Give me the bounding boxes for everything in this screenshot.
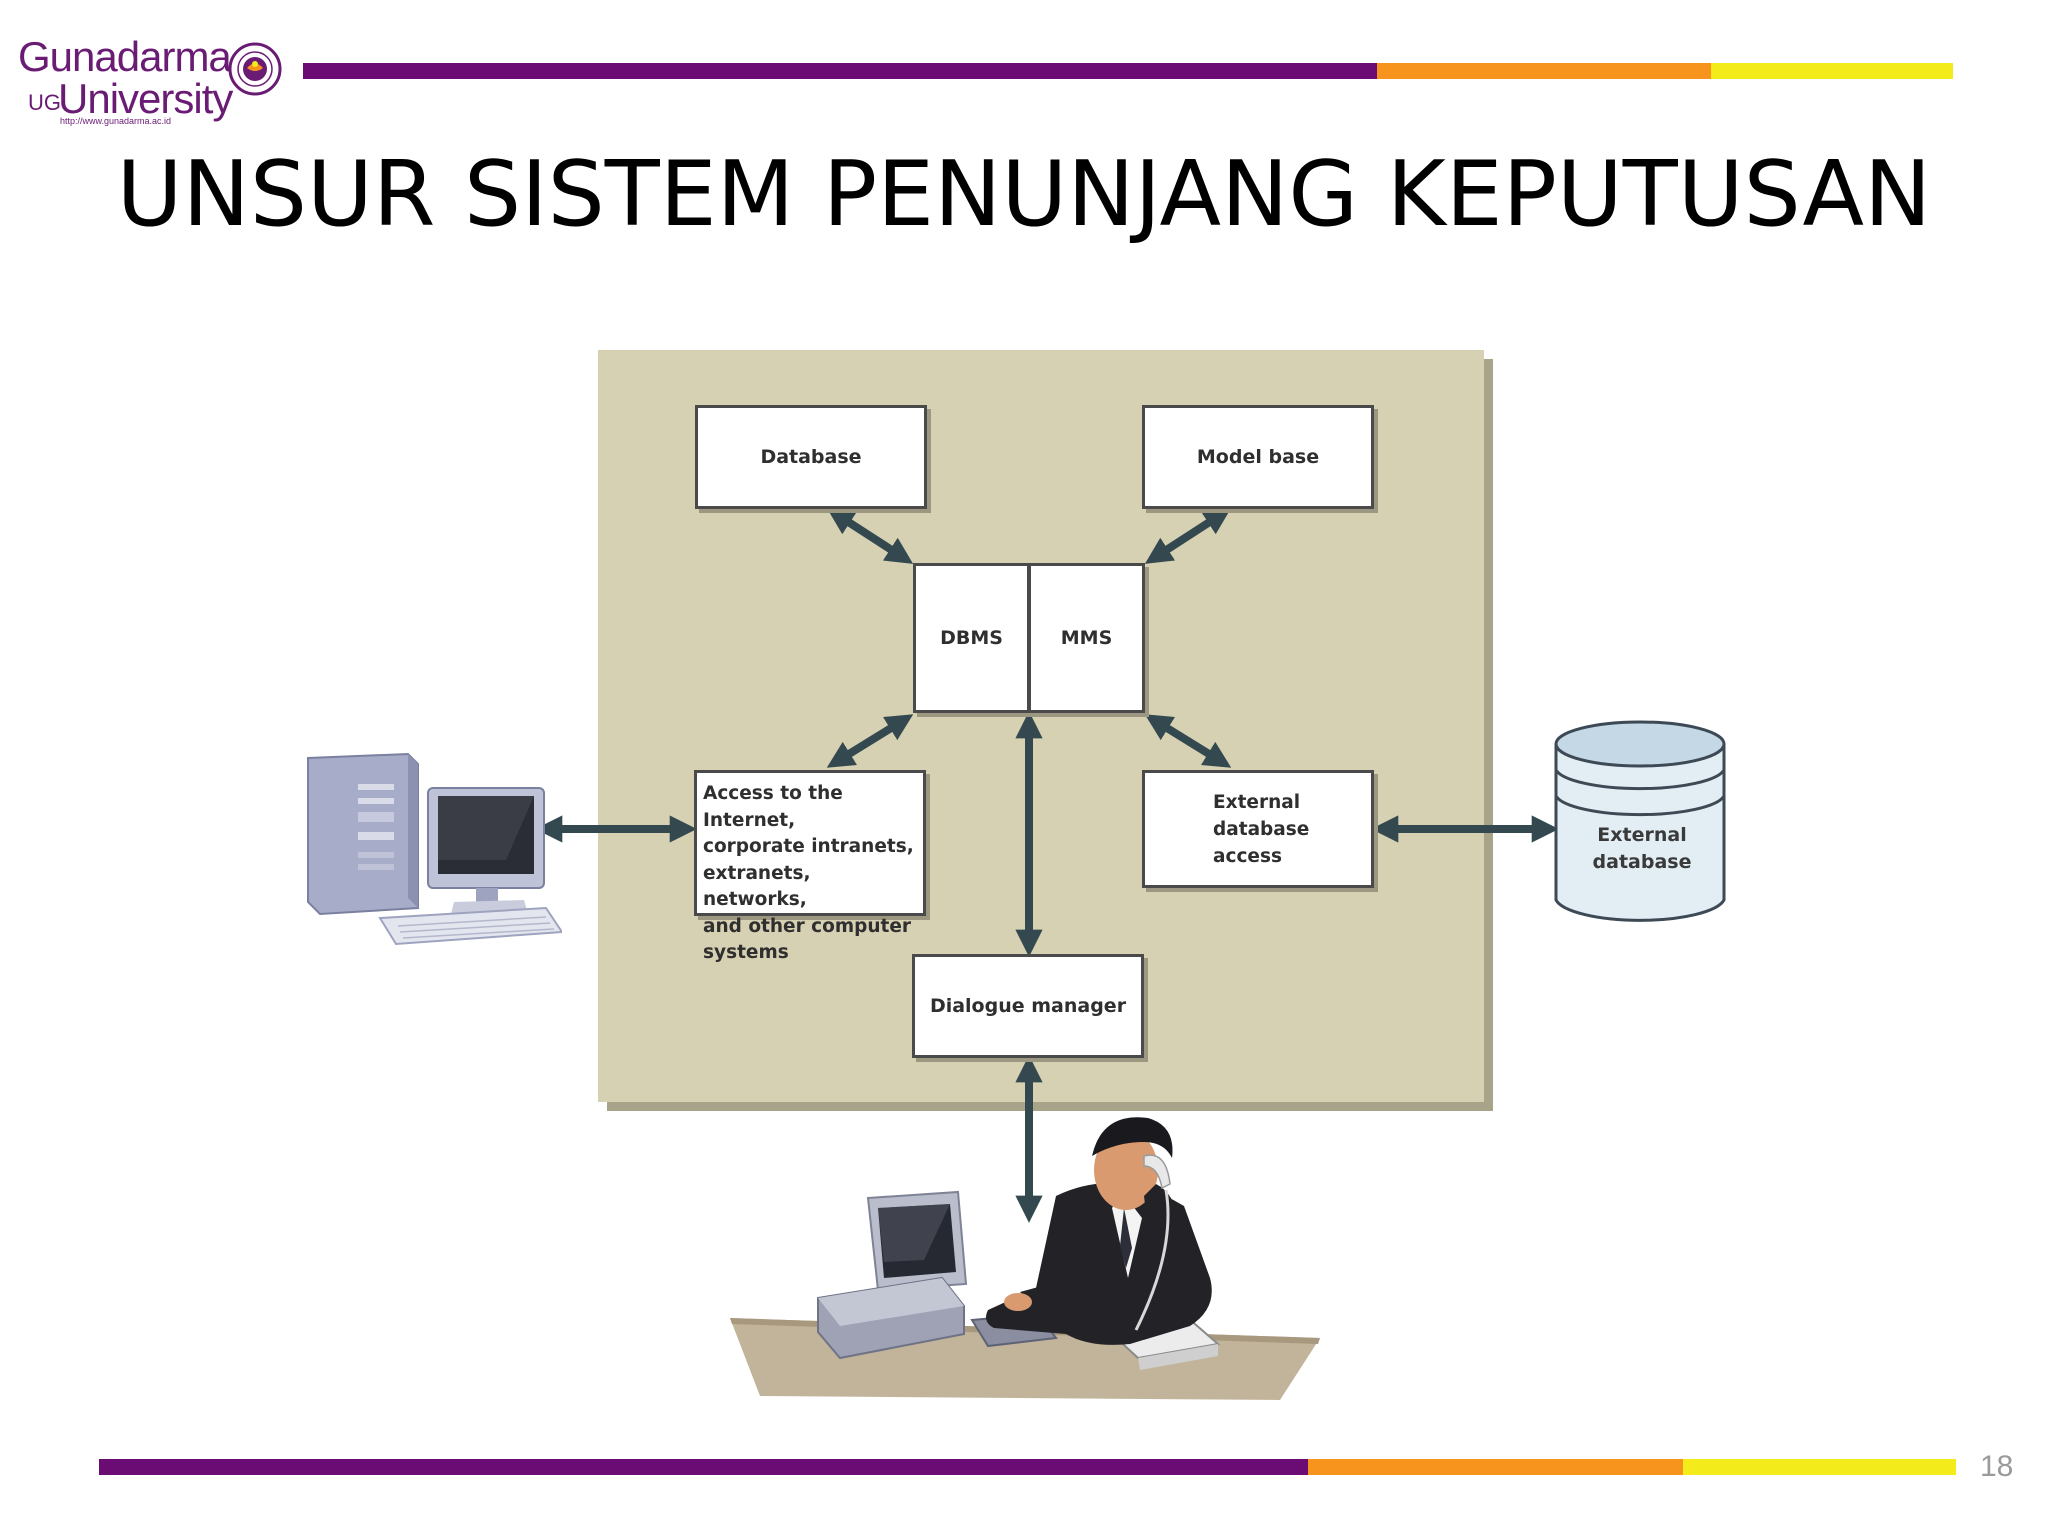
- businessman-at-computer-icon: [730, 1117, 1320, 1400]
- node-model-base: Model base: [1142, 405, 1374, 509]
- footer-stripe-purple: [99, 1459, 1308, 1475]
- external-database-label: External database: [1556, 822, 1728, 876]
- logo-wordmark-gunadarma: Gunadarma: [18, 33, 232, 80]
- node-dialogue-manager-label: Dialogue manager: [929, 995, 1127, 1017]
- node-database-label: Database: [760, 446, 862, 468]
- node-model-base-label: Model base: [1196, 446, 1320, 468]
- node-access-line: corporate intranets,: [703, 836, 914, 857]
- university-seal-icon: [228, 42, 282, 96]
- footer-stripe-orange: [1308, 1459, 1683, 1475]
- node-mms-label: MMS: [1060, 627, 1113, 649]
- desktop-computer-icon: [307, 752, 562, 946]
- external-database-line: database: [1592, 851, 1692, 873]
- header-stripe-yellow: [1711, 63, 1953, 79]
- external-database-line: External: [1597, 824, 1687, 846]
- node-extaccess-line: database: [1213, 818, 1310, 840]
- node-access-line: Access to the Internet,: [703, 783, 843, 831]
- arrow-database-dbms: [826, 508, 914, 564]
- node-dialogue-manager: Dialogue manager: [912, 954, 1144, 1058]
- logo-ug-mark: UG: [28, 90, 61, 115]
- node-extaccess-line: External: [1213, 791, 1301, 813]
- node-external-database-access: External database access: [1142, 770, 1374, 888]
- node-database: Database: [695, 405, 927, 509]
- header-stripe-orange: [1377, 63, 1711, 79]
- node-dbms: DBMS: [913, 563, 1030, 713]
- page-number: 18: [1980, 1450, 2014, 1483]
- node-extaccess-line: access: [1213, 845, 1282, 867]
- node-access-line: and other computer: [703, 915, 912, 937]
- logo-wordmark-university: University: [58, 75, 233, 122]
- arrow-dbms-access: [826, 714, 914, 768]
- header-stripe-purple: [303, 63, 1377, 79]
- slide-title: UNSUR SISTEM PENUNJANG KEPUTUSAN: [116, 142, 1932, 247]
- arrow-modelbase-mms: [1144, 508, 1232, 564]
- footer-stripe-yellow: [1683, 1459, 1956, 1475]
- node-dbms-label: DBMS: [940, 627, 1003, 649]
- node-access-internet: Access to the Internet, corporate intran…: [694, 770, 926, 963]
- node-access-line: systems: [703, 942, 789, 963]
- cylinder-database-icon: [1554, 720, 1726, 922]
- node-access-line: extranets, networks,: [703, 862, 811, 911]
- logo-url: http://www.gunadarma.ac.id: [60, 116, 172, 126]
- node-mms: MMS: [1028, 563, 1145, 713]
- arrow-mms-extaccess: [1144, 714, 1232, 768]
